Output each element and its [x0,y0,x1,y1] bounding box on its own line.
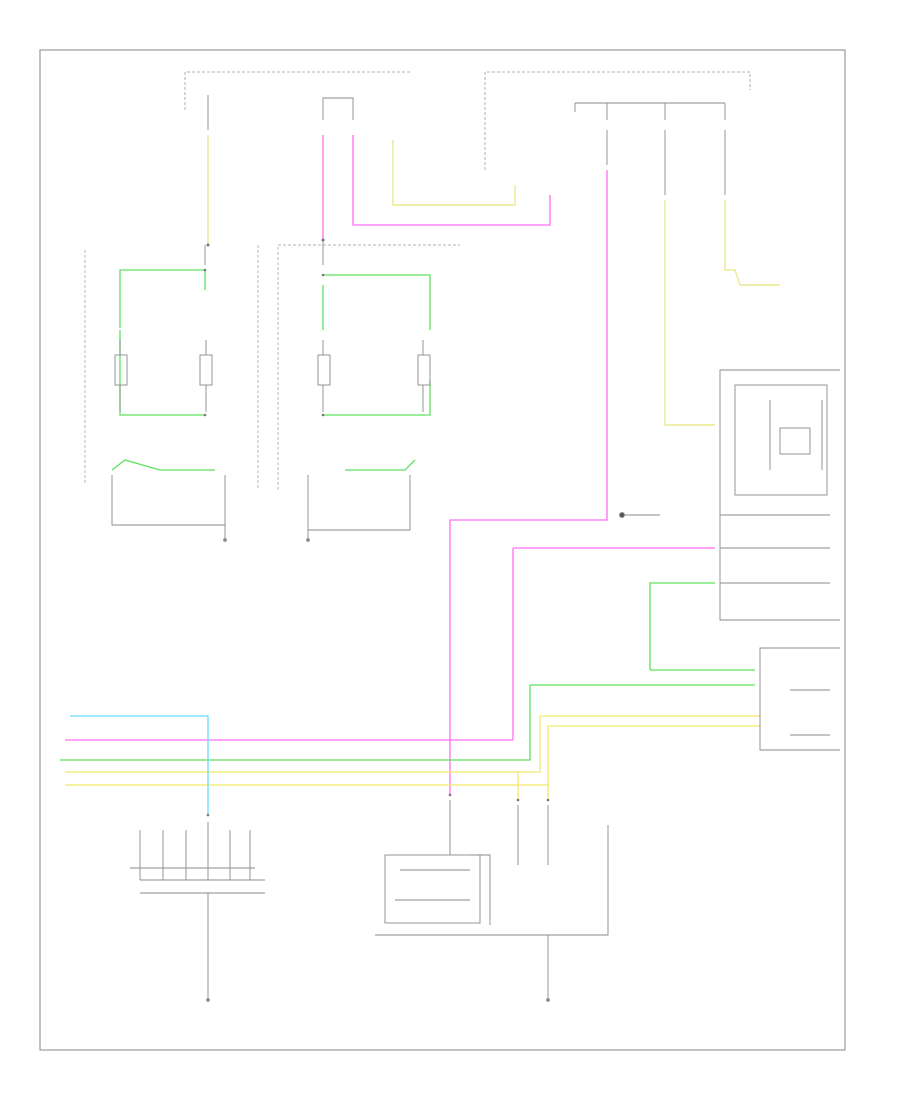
pink-wires [65,135,715,795]
gray-wires-top [204,95,726,265]
connector-dots [203,238,550,817]
green-wires [60,269,755,761]
right-tail-lamp-assembly [619,369,840,621]
right-rear-relay-box [759,647,840,751]
yellow-wires-bottom [65,715,760,800]
dashed-separators [84,244,460,490]
top-connector-boxes [184,71,751,170]
yellow-wires-top [207,135,780,426]
left-tail-lamp [375,800,609,1002]
left-headlamp [306,340,431,542]
cyan-wire [70,715,209,815]
diagram-frame [39,49,846,1051]
right-headlamp [111,340,227,542]
fuse-block [130,822,265,1002]
